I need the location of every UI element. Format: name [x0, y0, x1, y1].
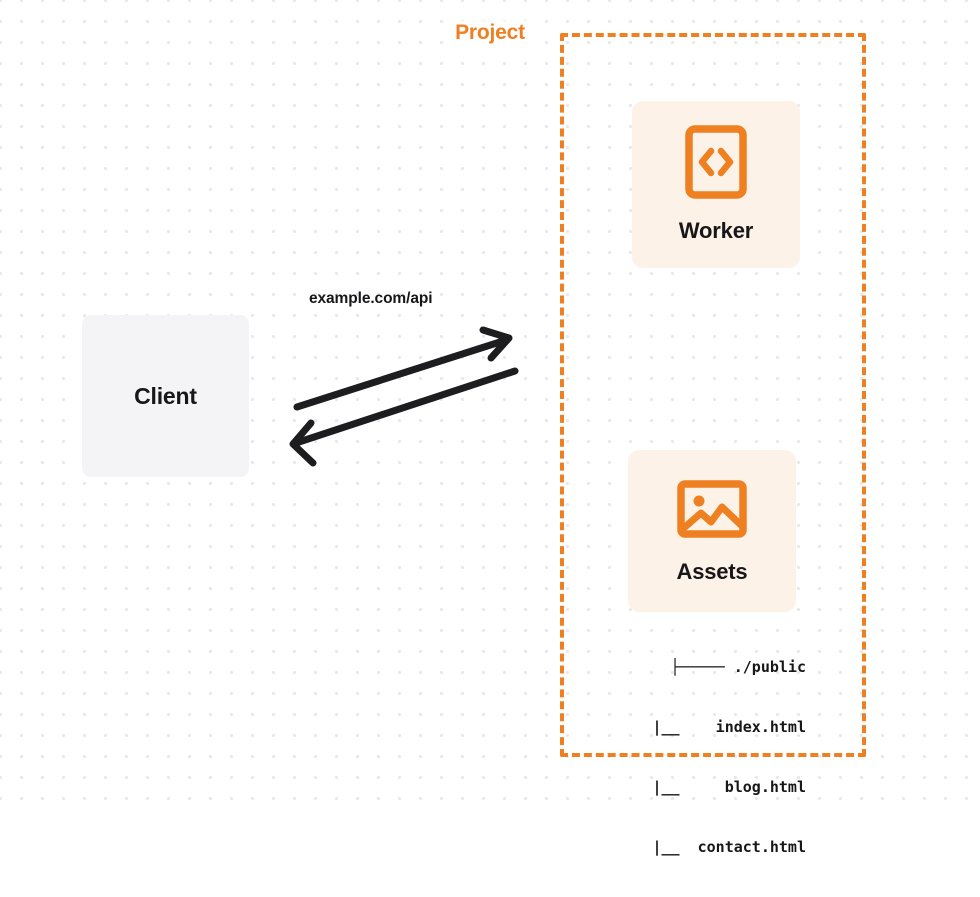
client-label: Client [134, 382, 197, 409]
client-node[interactable]: Client [82, 315, 249, 477]
project-container [560, 33, 866, 757]
image-icon [677, 478, 747, 545]
response-arrow [289, 367, 519, 467]
connection-label: example.com/api [309, 290, 433, 307]
file-tree-row: |__ blog.html [652, 778, 806, 796]
code-brackets-icon [685, 125, 747, 204]
service-card-worker[interactable]: Worker [632, 101, 800, 268]
project-title: Project [448, 21, 532, 45]
diagram-canvas: Client example.com/api Project Worker [0, 0, 980, 856]
service-card-assets[interactable]: Assets [628, 450, 796, 612]
file-tree-row: |__ index.html [652, 718, 806, 736]
assets-file-tree: ├───── ./public |__ index.html |__ blog.… [600, 617, 806, 897]
request-arrow [293, 326, 513, 411]
service-label-worker: Worker [678, 218, 754, 243]
file-tree-row: ├───── ./public [670, 658, 806, 676]
file-tree-row: |__ contact.html [652, 838, 806, 856]
service-label-assets: Assets [676, 558, 748, 584]
